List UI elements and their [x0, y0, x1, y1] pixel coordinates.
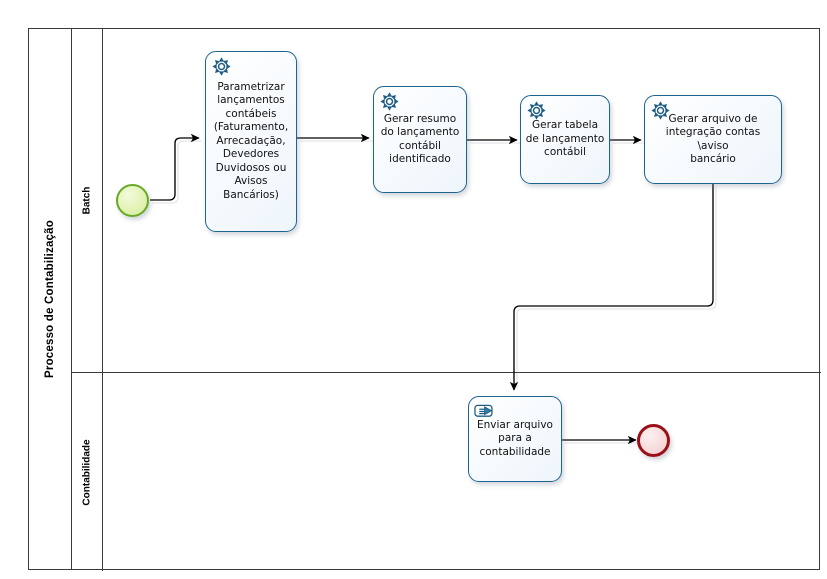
end-event[interactable]	[637, 424, 670, 457]
task-label: Enviar arquivo para a contabilidade	[477, 418, 553, 458]
lane-header-batch: Batch	[72, 29, 103, 372]
task-label: Gerar arquivo de integração contas \avis…	[665, 112, 761, 166]
gear-icon	[212, 57, 231, 76]
gear-icon	[527, 101, 546, 120]
lane-label-batch: Batch	[81, 186, 93, 215]
task-label: Parametrizar lançamentos contábeis (Fatu…	[213, 80, 289, 201]
lane-batch: Batch	[72, 29, 821, 373]
task-label: Gerar resumo do lançamento contábil iden…	[380, 112, 460, 166]
pool-title: Processo de Contabilização	[44, 220, 57, 378]
task-enviar-arquivo-para-contabilidade[interactable]: Enviar arquivo para a contabilidade	[468, 396, 562, 482]
task-gerar-arquivo-de-integracao[interactable]: Gerar arquivo de integração contas \avis…	[644, 95, 782, 184]
task-label: Gerar tabela de lançamento contábil	[525, 119, 605, 159]
task-parametrizar-lancamentos-contabeis[interactable]: Parametrizar lançamentos contábeis (Fatu…	[205, 51, 297, 232]
lane-contabilidade: Contabilidade	[72, 373, 821, 571]
task-gerar-tabela-de-lancamento[interactable]: Gerar tabela de lançamento contábil	[520, 95, 610, 184]
lane-label-contabilidade: Contabilidade	[81, 438, 93, 506]
lane-header-contabilidade: Contabilidade	[72, 373, 103, 571]
start-event[interactable]	[116, 184, 149, 217]
task-gerar-resumo-do-lancamento[interactable]: Gerar resumo do lançamento contábil iden…	[373, 86, 467, 193]
gear-icon	[380, 92, 399, 111]
pool-header: Processo de Contabilização	[29, 29, 72, 569]
